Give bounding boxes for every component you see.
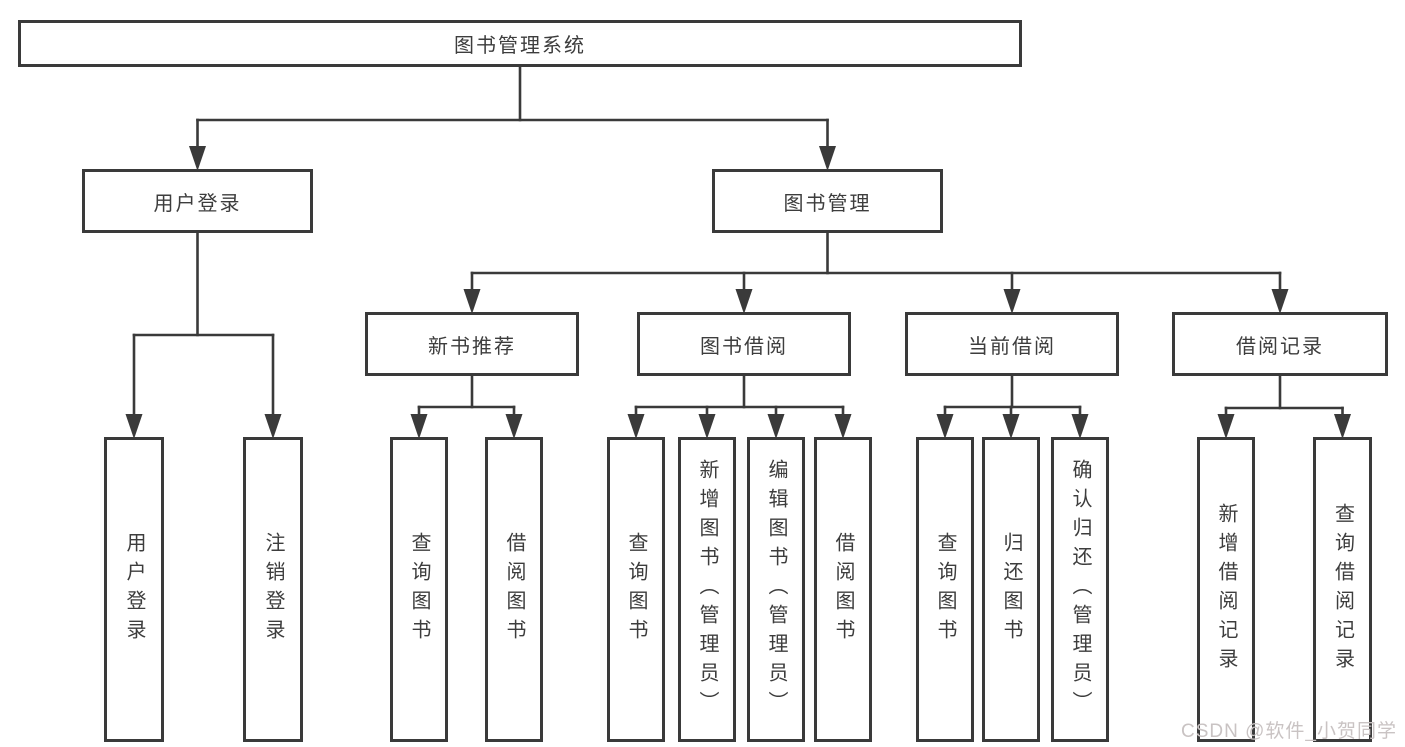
node-label: 用户登录 — [153, 192, 242, 215]
node-label: 查询图书 — [625, 531, 647, 648]
node-v-user-login: 用户登录 — [104, 437, 164, 742]
node-v-add-record: 新增借阅记录 — [1197, 437, 1255, 742]
node-current-borrow: 当前借阅 — [905, 312, 1119, 376]
node-v-borrow-books-2: 借阅图书 — [814, 437, 872, 742]
node-v-logout: 注销登录 — [243, 437, 303, 742]
node-label: 新增借阅记录 — [1215, 502, 1237, 677]
node-label: 借阅图书 — [503, 531, 525, 648]
node-label: 注销登录 — [262, 531, 284, 648]
node-label: 借阅记录 — [1236, 335, 1324, 358]
node-label: 借阅图书 — [832, 531, 854, 648]
node-root: 图书管理系统 — [18, 20, 1022, 67]
node-v-query-books-3: 查询图书 — [916, 437, 974, 742]
node-label: 新书推荐 — [428, 335, 516, 358]
node-book-borrow: 图书借阅 — [637, 312, 851, 376]
node-v-query-books-2: 查询图书 — [607, 437, 665, 742]
node-label: 图书管理 — [783, 192, 872, 215]
node-new-books: 新书推荐 — [365, 312, 579, 376]
node-v-return-books: 归还图书 — [982, 437, 1040, 742]
node-v-borrow-books-1: 借阅图书 — [485, 437, 543, 742]
watermark: CSDN @软件_小贺同学 — [1181, 721, 1397, 742]
node-label: 新增图书（管理员） — [696, 459, 718, 720]
node-v-add-books: 新增图书（管理员） — [678, 437, 736, 742]
node-label: 编辑图书（管理员） — [765, 459, 787, 720]
node-book-mgmt: 图书管理 — [712, 169, 943, 233]
node-v-edit-books: 编辑图书（管理员） — [747, 437, 805, 742]
node-label: 确认归还（管理员） — [1069, 459, 1091, 720]
node-user-login: 用户登录 — [82, 169, 313, 233]
node-label: 查询图书 — [934, 531, 956, 648]
node-label: 查询图书 — [408, 531, 430, 648]
node-label: 用户登录 — [123, 531, 145, 648]
node-label: 图书借阅 — [700, 335, 788, 358]
node-v-confirm-return: 确认归还（管理员） — [1051, 437, 1109, 742]
node-label: 当前借阅 — [968, 335, 1056, 358]
node-label: 查询借阅记录 — [1331, 502, 1354, 677]
node-label: 图书管理系统 — [454, 35, 586, 57]
node-borrow-records: 借阅记录 — [1172, 312, 1388, 376]
node-v-query-record: 查询借阅记录 — [1313, 437, 1372, 742]
node-label: 归还图书 — [1000, 531, 1022, 648]
node-v-query-books-1: 查询图书 — [390, 437, 448, 742]
